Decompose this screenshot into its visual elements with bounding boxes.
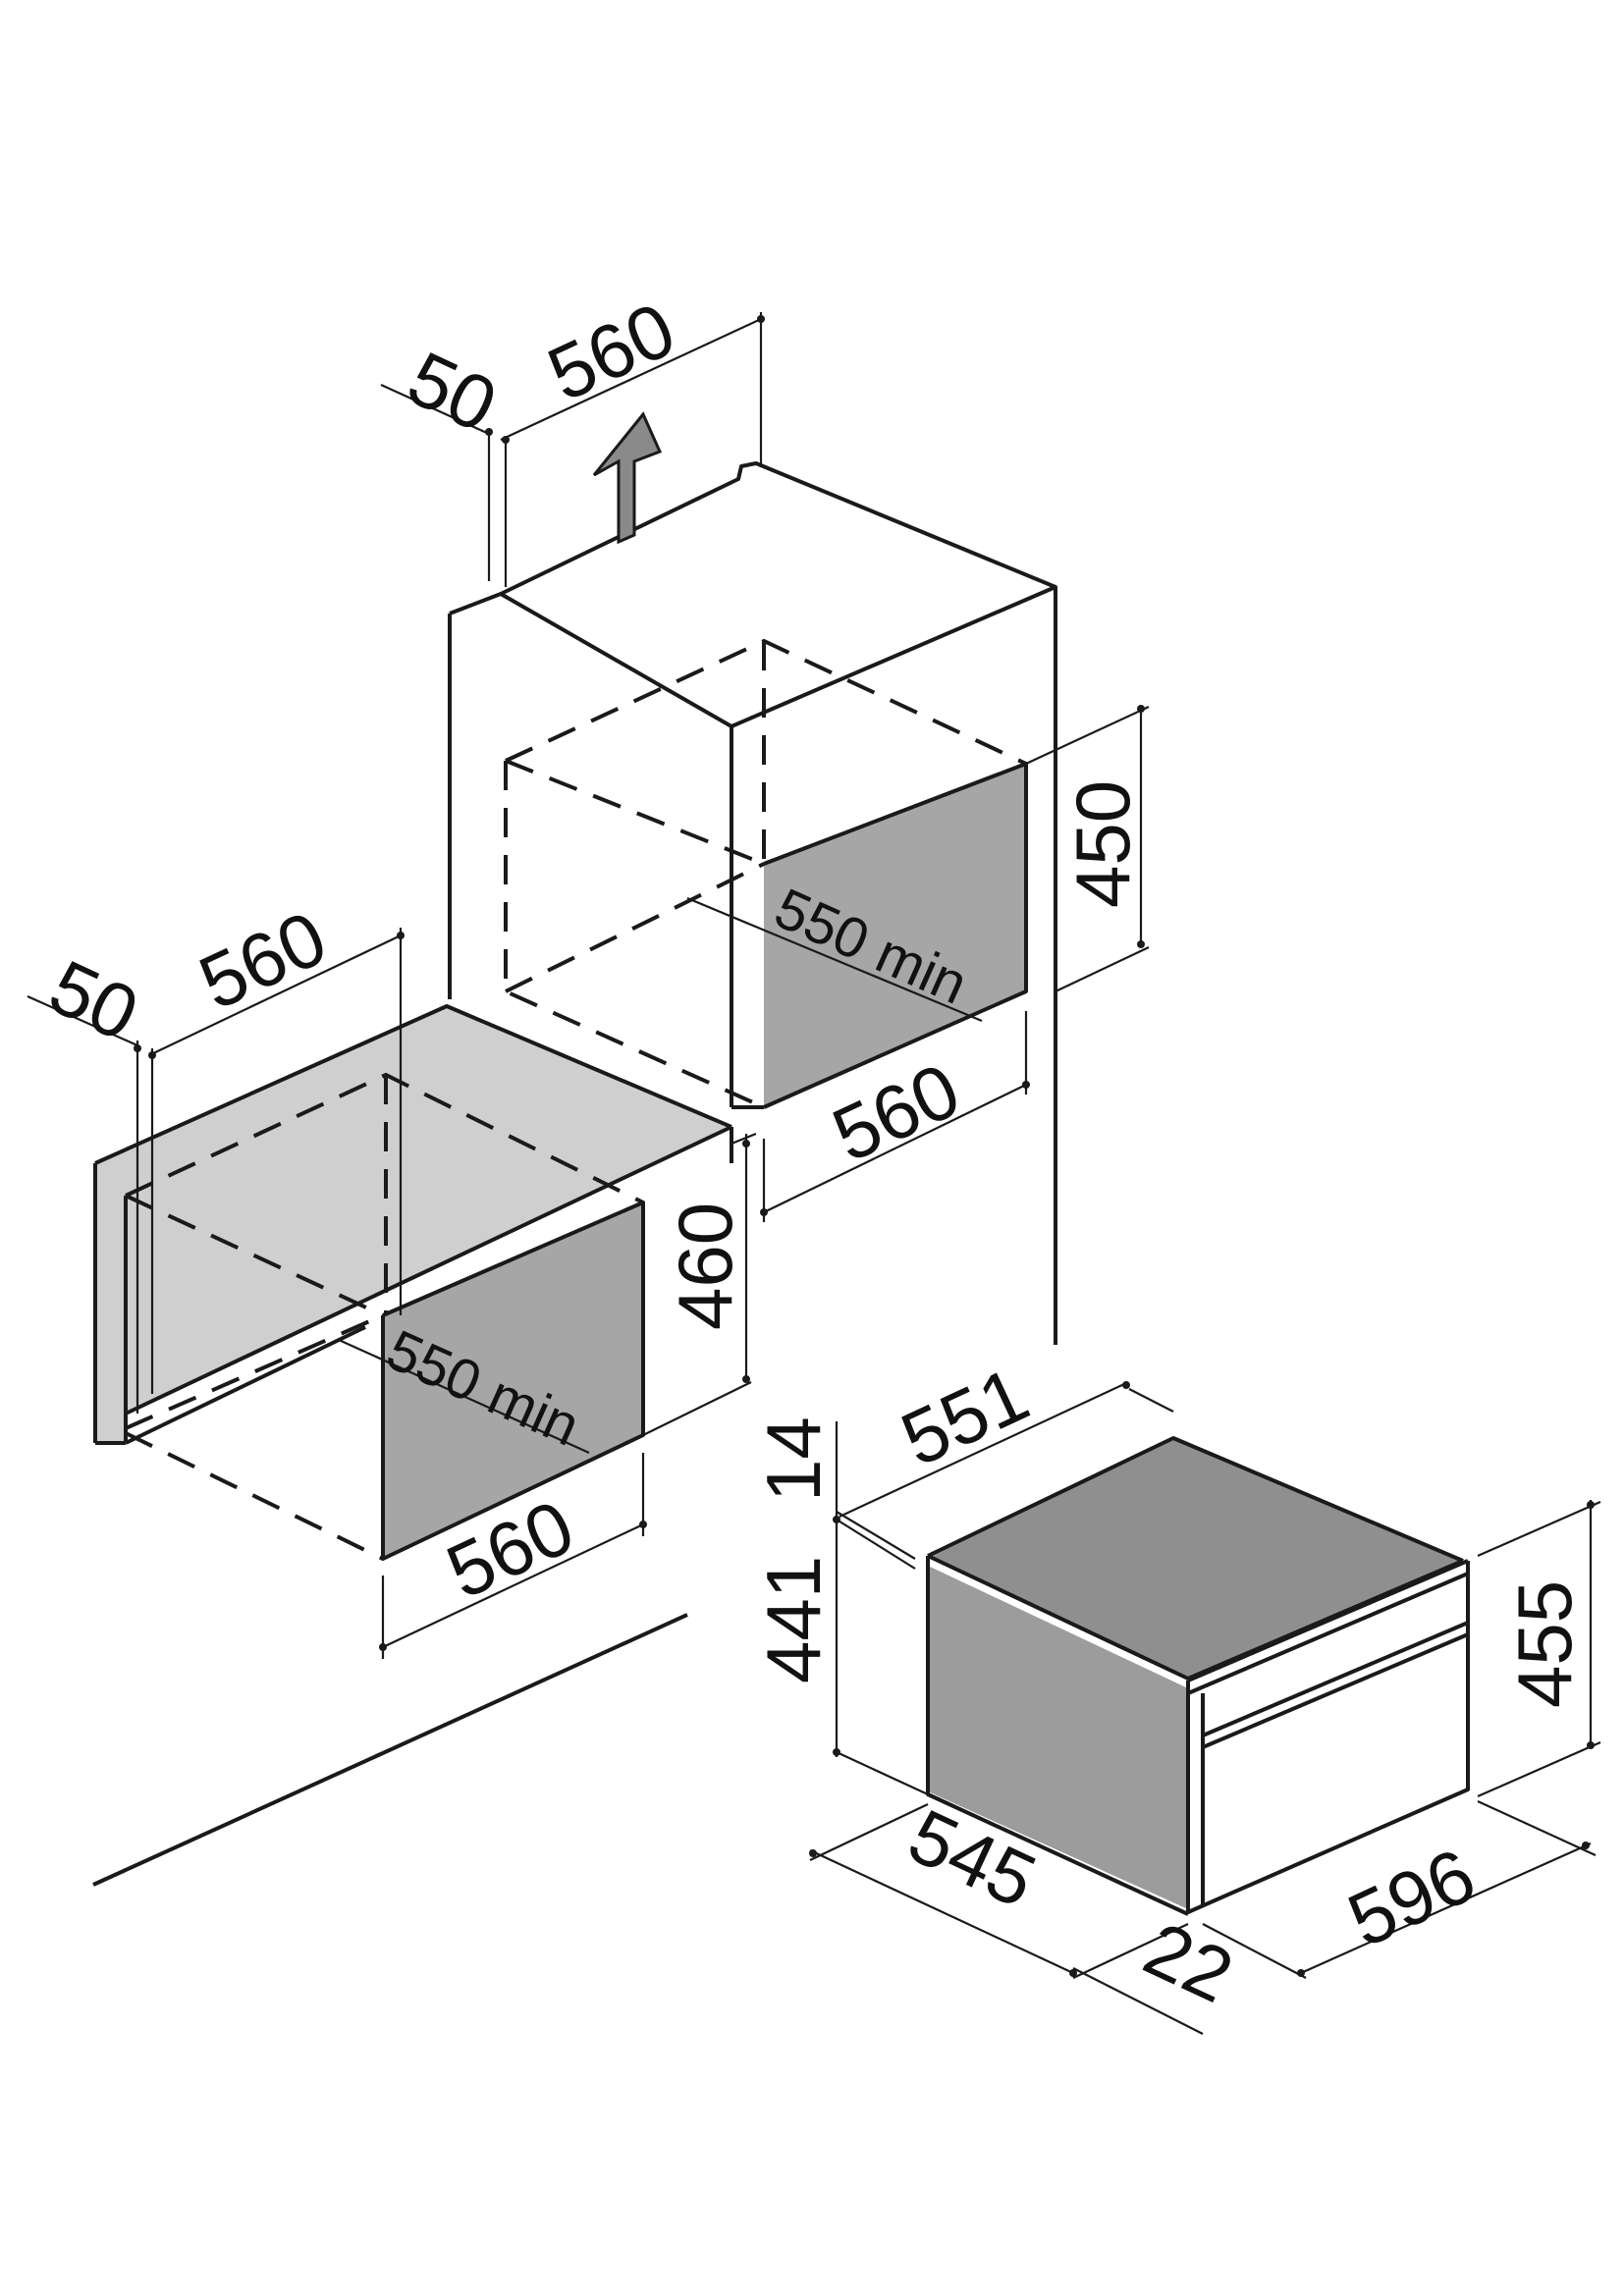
appliance-front-height-label: 455 <box>1501 1580 1588 1708</box>
lower-niche-back-panel <box>383 1202 643 1559</box>
lower-width-label: 560 <box>187 894 339 1027</box>
appliance-front-offset-label: 22 <box>1132 1905 1246 2019</box>
upper-width-label: 560 <box>535 286 687 418</box>
lower-dimension-lines <box>27 928 757 1659</box>
lower-niche-countertop <box>95 1006 731 1414</box>
appliance-top-depth-label: 551 <box>889 1351 1041 1483</box>
upper-dimension-lines <box>380 312 1150 1222</box>
lower-depth-gap-label: 50 <box>37 943 151 1057</box>
upper-niche <box>448 461 1057 1345</box>
appliance-dimension-lines <box>809 1381 1601 2035</box>
appliance-front <box>1188 1561 1468 1912</box>
vent-up-arrow-icon <box>592 411 663 545</box>
appliance-panel-thickness-label: 14 <box>750 1416 837 1502</box>
lower-niche <box>92 1004 733 1887</box>
appliance <box>926 1436 1470 1916</box>
appliance-front-width-label: 596 <box>1335 1832 1488 1964</box>
lower-height-label: 460 <box>662 1202 748 1330</box>
upper-height-label: 450 <box>1059 780 1146 908</box>
upper-niche-back-panel <box>764 764 1026 1107</box>
appliance-side <box>928 1566 1188 1909</box>
appliance-body-height-label: 441 <box>750 1556 837 1683</box>
